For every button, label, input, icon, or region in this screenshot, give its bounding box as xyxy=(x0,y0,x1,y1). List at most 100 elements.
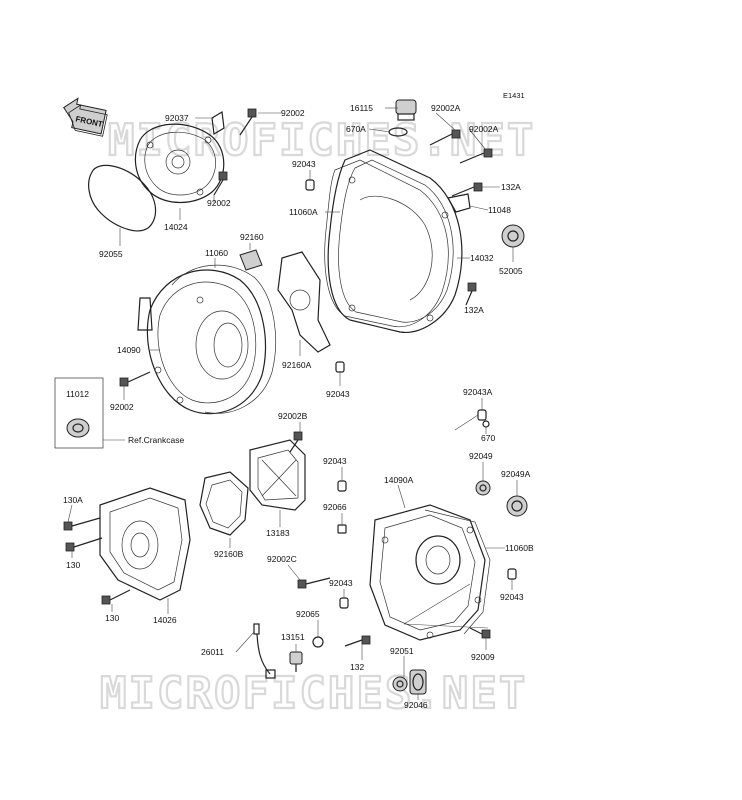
wire-26011 xyxy=(253,623,276,679)
gasket-11060 xyxy=(171,264,276,414)
label-92043-e: 92043 xyxy=(500,592,524,602)
bolt-130-b xyxy=(101,589,131,605)
dowel-92043-a xyxy=(305,179,315,191)
label-92037: 92037 xyxy=(165,113,189,123)
label-14026: 14026 xyxy=(153,615,177,625)
label-92160B: 92160B xyxy=(214,549,244,559)
watermark-bottom: MICROFICHES.NET xyxy=(100,668,527,719)
label-11060A: 11060A xyxy=(289,207,318,217)
gasket-11060A xyxy=(324,159,449,328)
switch-13151 xyxy=(289,651,303,672)
label-14032: 14032 xyxy=(470,253,494,263)
bolt-92002C xyxy=(297,577,331,589)
ref-crankcase-box xyxy=(54,377,104,449)
dowel-92043-d xyxy=(339,597,349,609)
oil-seal-92049 xyxy=(475,480,491,496)
seal-92051 xyxy=(392,676,408,692)
label-92066: 92066 xyxy=(323,502,347,512)
watermark-top: MICROFICHES.NET xyxy=(108,115,535,166)
label-92055: 92055 xyxy=(99,249,123,259)
label-11060: 11060 xyxy=(205,248,228,258)
bolt-130-a xyxy=(65,537,103,552)
label-13183: 13183 xyxy=(266,528,290,538)
label-14090: 14090 xyxy=(117,345,141,355)
label-92049: 92049 xyxy=(469,451,493,461)
label-92002A-2: 92002A xyxy=(469,124,499,134)
bolt-92002-top xyxy=(239,108,257,136)
bolt-132A-bottom xyxy=(465,282,477,306)
label-92002A-1: 92002A xyxy=(431,103,461,113)
label-92002-left: 92002 xyxy=(110,402,134,412)
bolt-92002B xyxy=(289,431,303,453)
bolt-92009 xyxy=(469,627,491,639)
generator-cover-14090 xyxy=(137,269,267,415)
plate-92160B xyxy=(199,471,249,536)
sprocket-cover-14026 xyxy=(99,487,191,601)
label-132: 132 xyxy=(350,662,364,672)
label-92043-a: 92043 xyxy=(292,159,316,169)
part-labels: 92037 92002 16115 92002A 670A 92002A 920… xyxy=(63,103,534,710)
label-92043-c: 92043 xyxy=(323,456,347,466)
diagram-code: E1431 xyxy=(503,91,525,100)
label-92160A: 92160A xyxy=(282,360,312,370)
gasket-11060B xyxy=(424,509,491,635)
label-52005: 52005 xyxy=(499,266,523,276)
label-92043-b: 92043 xyxy=(326,389,350,399)
label-130A: 130A xyxy=(63,495,83,505)
label-132A-bottom: 132A xyxy=(464,305,484,315)
label-92002B: 92002B xyxy=(278,411,308,421)
label-130-a: 130 xyxy=(66,560,80,570)
label-14090A: 14090A xyxy=(384,475,414,485)
clamp-92037 xyxy=(211,111,225,135)
label-11048: 11048 xyxy=(488,205,511,215)
bracket-11048 xyxy=(447,193,471,213)
dowel-92043A xyxy=(477,409,487,421)
label-13151: 13151 xyxy=(281,632,305,642)
front-arrow-icon: FRONT xyxy=(63,97,108,137)
label-92043A: 92043A xyxy=(463,387,493,397)
rubber-92160 xyxy=(239,249,263,271)
label-130-b: 130 xyxy=(105,613,119,623)
bolt-92002-mid xyxy=(213,171,228,196)
label-11060B: 11060B xyxy=(505,543,534,553)
pickup-cover-14024 xyxy=(134,123,225,203)
plug-92066 xyxy=(337,524,347,534)
label-ref-crankcase: Ref.Crankcase xyxy=(128,435,184,445)
plate-92160A xyxy=(277,251,331,353)
oil-seal-52005 xyxy=(501,224,525,248)
dowel-92043-b xyxy=(335,361,345,373)
label-92002C: 92002C xyxy=(267,554,297,564)
label-16115: 16115 xyxy=(350,103,373,113)
label-92065: 92065 xyxy=(296,609,320,619)
label-92002-top: 92002 xyxy=(281,108,305,118)
label-670: 670 xyxy=(481,433,495,443)
clutch-cover-14032 xyxy=(327,149,463,333)
oil-seal-11012 xyxy=(66,418,90,438)
label-26011: 26011 xyxy=(201,647,224,657)
label-92049A: 92049A xyxy=(501,469,531,479)
label-11012: 11012 xyxy=(66,389,89,399)
dowel-92043-c xyxy=(337,480,347,492)
gasket-92055 xyxy=(88,164,157,232)
bolt-132 xyxy=(344,635,371,647)
dowel-92043-e xyxy=(507,568,517,580)
label-92160: 92160 xyxy=(240,232,264,242)
label-92009: 92009 xyxy=(471,652,495,662)
cover-14090A xyxy=(369,504,486,641)
cover-13183 xyxy=(249,439,306,511)
label-92051: 92051 xyxy=(390,646,414,656)
oring-670 xyxy=(482,420,490,428)
leader-lines xyxy=(67,107,518,700)
oil-seal-92049A xyxy=(506,495,528,517)
bolt-130A xyxy=(63,517,101,531)
label-92002-mid: 92002 xyxy=(207,198,231,208)
label-670A: 670A xyxy=(346,124,366,134)
gasket-92065 xyxy=(312,636,324,648)
bolt-92002A-1 xyxy=(429,129,461,146)
bearing-92046 xyxy=(409,669,427,695)
label-92043-d: 92043 xyxy=(329,578,353,588)
oil-filler-cap-16115 xyxy=(395,99,417,121)
label-14024: 14024 xyxy=(164,222,188,232)
label-132A-top: 132A xyxy=(501,182,521,192)
